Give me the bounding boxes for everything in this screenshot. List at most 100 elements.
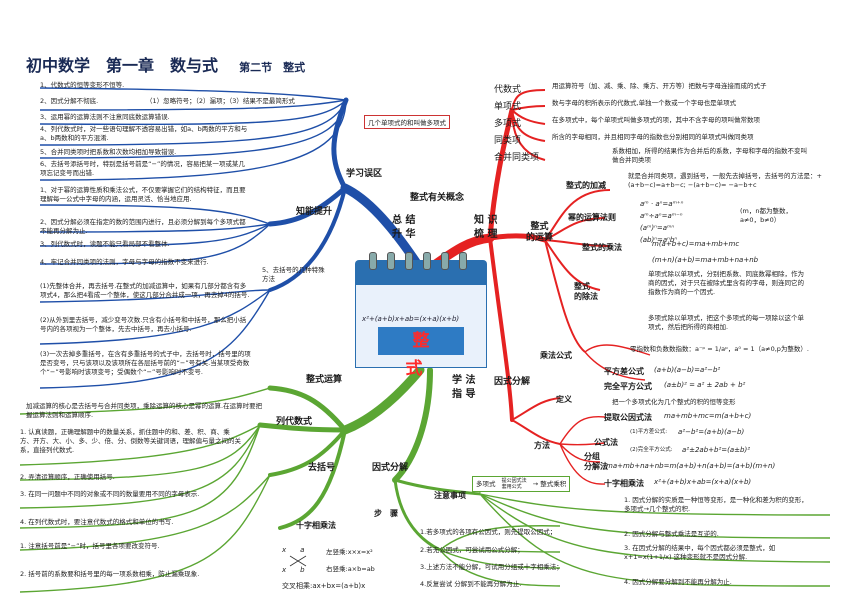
calendar-body: x²+(a+b)x+ab=(x+a)(x+b) 整 式 bbox=[355, 284, 487, 379]
grouping-formula: ma+mb+na+nb=m(a+b)+n(a+b)=(a+b)(m+n) bbox=[606, 462, 776, 470]
green-to-eq bbox=[257, 422, 348, 433]
label-definition: 定义 bbox=[556, 395, 572, 404]
common-factor-formula: ma+mb+mc=m(a+b+c) bbox=[664, 412, 752, 420]
ring-icon bbox=[423, 252, 431, 270]
factor-note-4: 4. 因式分解要分解到不能再分解为止. bbox=[624, 578, 732, 586]
flow-polynomial: 多项式 bbox=[476, 480, 496, 488]
step-2: 2.若无公因式，可尝试用公式分解； bbox=[420, 546, 524, 554]
brackets-note-1: 1. 注意括号前是“−”时，括号里各项要改变符号. bbox=[20, 542, 160, 550]
brackets-case-2: (2)从外到里去括号，减少变号次数.只含有小括号和中括号，那么把小括号内的各项视… bbox=[40, 316, 247, 333]
center-label: 整 式 bbox=[378, 327, 464, 379]
blue-to-mistakes bbox=[331, 97, 349, 191]
factor-note-2: 2. 因式分解与整式乘法是互逆的. bbox=[624, 530, 719, 538]
hub-ops-left: 整式运算 bbox=[306, 375, 343, 385]
mistake-5: 5、合并同类项时把系数和次数均相加导致错误. bbox=[40, 148, 177, 156]
ring-icon bbox=[387, 252, 395, 270]
label-method: 方法 bbox=[534, 441, 550, 450]
green-trunk bbox=[340, 365, 425, 435]
flow-arrow-icon: → bbox=[532, 480, 539, 488]
cross-formula: x²+(a+b)x+ab=(x+a)(x+b) bbox=[654, 478, 752, 486]
green-to-ops bbox=[267, 385, 348, 433]
term-combine: 合并同类项 bbox=[494, 153, 540, 163]
add-sub-text: 就是合并同类项，遇到括号，一般先去掉括号，去括号的方法是：+(a+b−c)=a+… bbox=[628, 172, 822, 189]
equation-4: 4. 在列代数式时，要注意代数式的格式和单位的书写. bbox=[20, 518, 174, 526]
factor-flow-box: 多项式 提公因式法 套用公式 → 整式乘积 bbox=[472, 476, 571, 492]
power-rule-1: aᵐ · aⁿ=aᵐ⁺ⁿ bbox=[640, 200, 684, 208]
perfect-factor: a²±2ab+b²=(a±b)² bbox=[682, 446, 750, 454]
polynomial-side-box: 几个单项式的和叫做多项式 bbox=[364, 115, 450, 129]
mistake-2-detail: （1）忽略符号；（2）漏项；（3）结果不是最简形式 bbox=[146, 97, 295, 105]
label-grouping: 分组 分解法 bbox=[584, 452, 608, 471]
cross-line-1: 左竖乘:x×x=x² bbox=[326, 548, 373, 556]
power-rule-2: aᵐ÷aⁿ=aᵐ⁻ⁿ bbox=[640, 212, 683, 220]
div-text-1: 单项式除以单项式，分别把系数、同底数幂相除，作为商的因式，对于只在被除式里含有的… bbox=[648, 270, 804, 296]
improve-2: 2、因式分解必须在指定的数的范围内进行，且必须分解到每个多项式都不能再分解为止. bbox=[40, 218, 246, 235]
label-cross-method: 十字相乘法 bbox=[604, 479, 644, 488]
perfect-tag: (2)完全平方公式: bbox=[630, 447, 673, 453]
red-to-factor bbox=[488, 236, 514, 422]
mistake-2: 2、因式分解不彻底. bbox=[40, 97, 99, 105]
ring-icon bbox=[405, 252, 413, 270]
desc-algebraic: 用运算符号（加、减、乘、除、乘方、开方等）把数与字母连接而成的式子 bbox=[552, 82, 767, 90]
cross-line-3: 交叉相乘:ax+bx=(a+b)x bbox=[282, 582, 366, 590]
div-text-2: 多项式除以单项式，把这个多项式的每一项除以这个单项式，然后把所得的商相加. bbox=[648, 314, 804, 331]
mul-rule-1: m(a+b+c)=ma+mb+mc bbox=[652, 240, 740, 248]
mistake-6: 6、去括号添括号时，特别是括号前是“−”的情况，容易把某一项或某几项忘记变号而出… bbox=[40, 160, 245, 177]
desc-combine: 系数相加，所得的结果作为合并后的系数，字母和字母的指数不变叫做合并同类项 bbox=[612, 147, 807, 164]
desc-like-terms: 所含的字母相同，并且相同字母的指数也分别相同的单项式叫做同类项 bbox=[552, 133, 754, 141]
hub-equations: 列代数式 bbox=[276, 417, 313, 427]
term-like-terms: 同类项 bbox=[494, 136, 522, 146]
cross-line-2: 右竖乘:a×b=ab bbox=[326, 565, 375, 573]
improve-1: 1、对于幂的运算性质和乘法公式，不仅要掌握它们的结构特征，而且要理解每一公式中字… bbox=[40, 186, 246, 203]
green-to-cross bbox=[278, 428, 347, 530]
center-calendar-icon: x²+(a+b)x+ab=(x+a)(x+b) 整 式 bbox=[355, 252, 487, 379]
green-to-factor bbox=[392, 367, 433, 483]
hub-cross: 十字相乘法 bbox=[296, 521, 336, 530]
mistake-4: 4、列代数式时，对一些语句理解不透容易出错，如a、b两数的平方和与a、b两数和的… bbox=[40, 125, 248, 142]
equation-2: 2. 弄清运算顺序，正确使用括号. bbox=[20, 473, 115, 481]
definition-text: 把一个多项式化为几个整式的积的恒等变形 bbox=[612, 398, 736, 406]
label-formula-method: 公式法 bbox=[594, 438, 618, 447]
step-1: 1.若多项式的各项有公因式，则先提取公因式； bbox=[420, 528, 557, 536]
cross-row-1: x a bbox=[282, 546, 305, 554]
red-to-concepts bbox=[487, 107, 515, 241]
label-perfect-square: 完全平方公式 bbox=[604, 382, 652, 391]
desc-monomial: 数与字母的积所表示的代数式,单独一个数或一个字母也是单项式 bbox=[552, 99, 737, 107]
label-division: 整式 的除法 bbox=[574, 282, 598, 301]
hub-steps: 步 骤 bbox=[374, 509, 398, 518]
main-title: 初中数学 第一章 数与式 bbox=[26, 56, 219, 75]
brackets-note-2: 2. 括号前的系数要和括号里的每一项系数相乘，防止漏乘现象. bbox=[20, 570, 200, 578]
flow-product: 整式乘积 bbox=[540, 480, 567, 488]
term-polynomial: 多项式 bbox=[494, 119, 522, 129]
mul-rule-2: (m+n)(a+b)=ma+mb+na+nb bbox=[652, 256, 759, 264]
zero-negative-exponent: 零指数和负数数指数：a⁻ᵖ = 1/aᵖ，a⁰ = 1（a≠0,p为整数）. bbox=[630, 345, 809, 353]
ring-icon bbox=[369, 252, 377, 270]
power-rule-4: (ab)ⁿ=aⁿbⁿ bbox=[640, 236, 678, 244]
perfect-square-formula: (a±b)² = a² ± 2ab + b² bbox=[664, 381, 746, 389]
factor-note-1: 1. 因式分解的实质是一种恒等变形，是一种化和差为积的变形，多项式→几个整式的积… bbox=[624, 496, 808, 513]
mistake-1: 1、代数式的恒等变形不恒等. bbox=[40, 81, 125, 89]
hub-knowledge: 知 识 梳 理 bbox=[474, 215, 498, 240]
power-rule-3: (aᵐ)ⁿ=aᵐⁿ bbox=[640, 224, 675, 232]
improve-3: 3、列代数式时，读题不能只看局部不看整体. bbox=[40, 240, 170, 248]
mistake-3: 3、运用幂的运算法则不注意同底数运算错误. bbox=[40, 113, 170, 121]
label-add-sub: 整式的加减 bbox=[566, 181, 606, 190]
label-common-factor: 提取公因式法 bbox=[604, 413, 652, 422]
red-to-ops bbox=[487, 233, 548, 243]
label-square-diff: 平方差公式 bbox=[604, 367, 644, 376]
ring-icon bbox=[459, 252, 467, 270]
term-algebraic: 代数式 bbox=[494, 85, 522, 95]
step-4: 4.反复尝试 分解到不能再分解为止. bbox=[420, 580, 522, 588]
cross-row-2: x b bbox=[282, 566, 305, 574]
hub-brackets: 去括号 bbox=[308, 463, 336, 473]
term-monomial: 单项式 bbox=[494, 102, 522, 112]
page-title: 初中数学 第一章 数与式 第二节 整式 bbox=[26, 52, 305, 76]
step-3: 3.上述方法不能分解，可试用分组或十字相乘法； bbox=[420, 563, 563, 571]
sub-title: 第二节 整式 bbox=[239, 61, 306, 74]
hub-summary: 总 结 升 华 bbox=[392, 215, 416, 240]
factor-note-3: 3. 在因式分解的结果中，每个因式都必须是整式，如 x+1=x(1+1/x) 这… bbox=[624, 544, 776, 561]
label-mult-formula: 乘法公式 bbox=[540, 351, 572, 360]
